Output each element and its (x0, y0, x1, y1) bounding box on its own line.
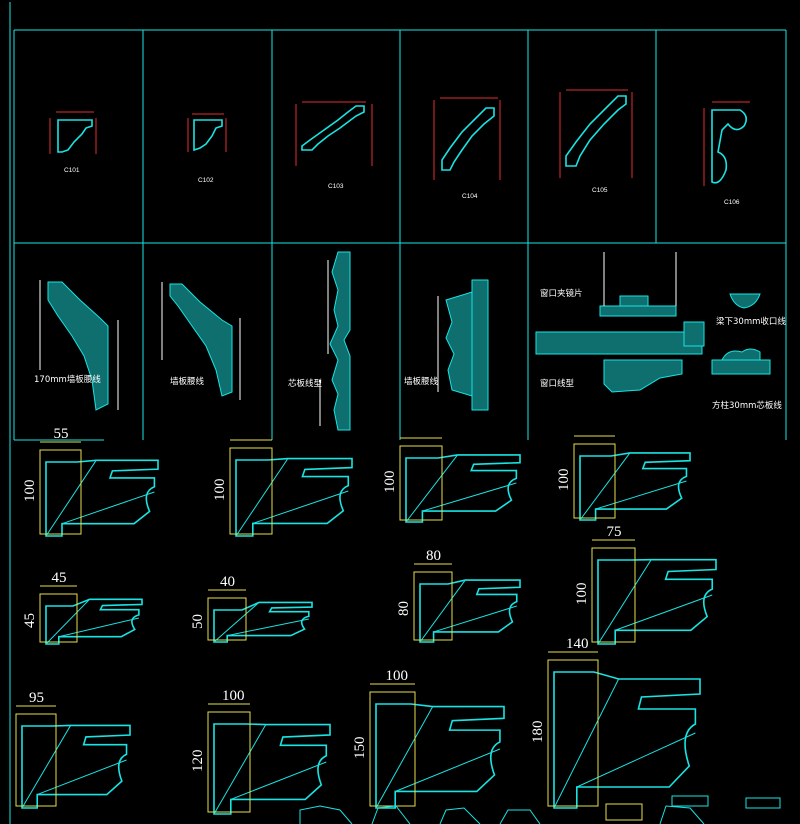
dimension-box (413, 571, 453, 641)
profile-c106 (703, 101, 750, 186)
label-window-profile: 窗口线型 (540, 378, 575, 389)
dimension-box (229, 447, 273, 535)
cornice-outline (597, 558, 717, 645)
top-profile-grid (13, 30, 787, 440)
width-dimension: 140 (566, 636, 589, 652)
cornice-outline (213, 723, 331, 815)
height-dimension: 100 (212, 479, 228, 502)
code-c101: C101 (64, 167, 80, 174)
cornice-r1-4: 100 (556, 435, 691, 521)
height-dimension: 50 (190, 614, 206, 629)
label-window-frame: 窗口夹镜片 (540, 288, 583, 299)
panel-profile (319, 251, 351, 431)
dimension-box (207, 711, 251, 813)
width-dimension: 100 (386, 668, 409, 684)
cornice-outline (213, 601, 313, 643)
cornice-r2-4: 75 100 (574, 524, 717, 645)
label-beam-trim: 梁下30mm收口线 (716, 316, 786, 327)
label-wainscot-4: 墙板腰线 (404, 376, 439, 387)
cornice-outline (235, 457, 353, 537)
window-frame-detail (535, 252, 771, 393)
cornice-outline (579, 452, 691, 521)
bottom-strip-profiles (299, 795, 781, 824)
width-dimension: 45 (52, 570, 67, 586)
dimension-box (207, 597, 247, 641)
cornice-outline (45, 598, 143, 645)
height-dimension: 120 (190, 750, 206, 773)
cornice-outline (419, 579, 521, 643)
label-wainscot-2: 墙板腰线 (170, 376, 205, 387)
sheet-border (9, 2, 786, 824)
dimension-box (15, 713, 57, 807)
wainscot-profile-2 (161, 282, 241, 400)
code-c104: C104 (462, 193, 478, 200)
height-dimension: 150 (352, 737, 368, 760)
wainscot-profile-4 (437, 279, 489, 411)
cornice-r3-4: 140 180 (530, 636, 701, 809)
width-dimension: 55 (54, 426, 69, 442)
cornice-r2-3: 80 80 (396, 548, 521, 643)
cornice-outline (405, 454, 521, 523)
cornice-r2-1: 45 45 (22, 570, 143, 645)
label-wainscot-170: 170mm墙板腰线 (34, 374, 101, 385)
profile-c105 (559, 89, 633, 178)
profile-c103 (295, 101, 373, 166)
height-dimension: 100 (382, 471, 398, 494)
cornice-r3-3: 100 150 (352, 668, 505, 809)
dimension-box (547, 659, 599, 807)
label-column-trim: 方柱30mm芯板线 (712, 400, 782, 411)
height-dimension: 45 (22, 613, 38, 628)
width-dimension: 95 (29, 690, 44, 706)
profile-c102 (187, 113, 227, 152)
dimension-box (573, 443, 616, 519)
width-dimension: 40 (220, 574, 235, 590)
code-c102: C102 (198, 177, 214, 184)
height-dimension: 180 (530, 721, 546, 744)
cornice-r1-2: 100 (212, 439, 353, 537)
label-panel-profile: 芯板线型 (288, 378, 323, 389)
dimension-box (399, 445, 443, 521)
cornice-r3-1: 95 (15, 690, 131, 809)
height-dimension: 100 (574, 583, 590, 606)
profile-c104 (433, 97, 501, 180)
dimension-box (39, 593, 78, 643)
code-c106: C106 (724, 199, 740, 206)
height-dimension: 100 (556, 469, 572, 492)
cornice-r2-2: 40 50 (190, 574, 313, 643)
cornice-outline (21, 724, 131, 809)
profile-c101 (49, 111, 97, 154)
width-dimension: 80 (426, 548, 441, 564)
width-dimension: 75 (607, 524, 622, 540)
cornice-outline (553, 671, 701, 809)
cornice-outline (45, 459, 159, 537)
dimension-box (591, 547, 636, 643)
height-dimension: 80 (396, 601, 412, 616)
width-dimension: 100 (222, 688, 245, 704)
height-dimension: 100 (22, 480, 38, 503)
code-c105: C105 (592, 187, 608, 194)
code-c103: C103 (328, 183, 344, 190)
cornice-r3-2: 100 120 (190, 688, 331, 815)
dimension-box (39, 449, 82, 535)
cornice-r1-3: 100 (382, 437, 521, 523)
wainscot-profile-1 (39, 280, 119, 411)
cornice-outline (375, 703, 505, 809)
cornice-r1-1: 55 100 (22, 426, 159, 537)
